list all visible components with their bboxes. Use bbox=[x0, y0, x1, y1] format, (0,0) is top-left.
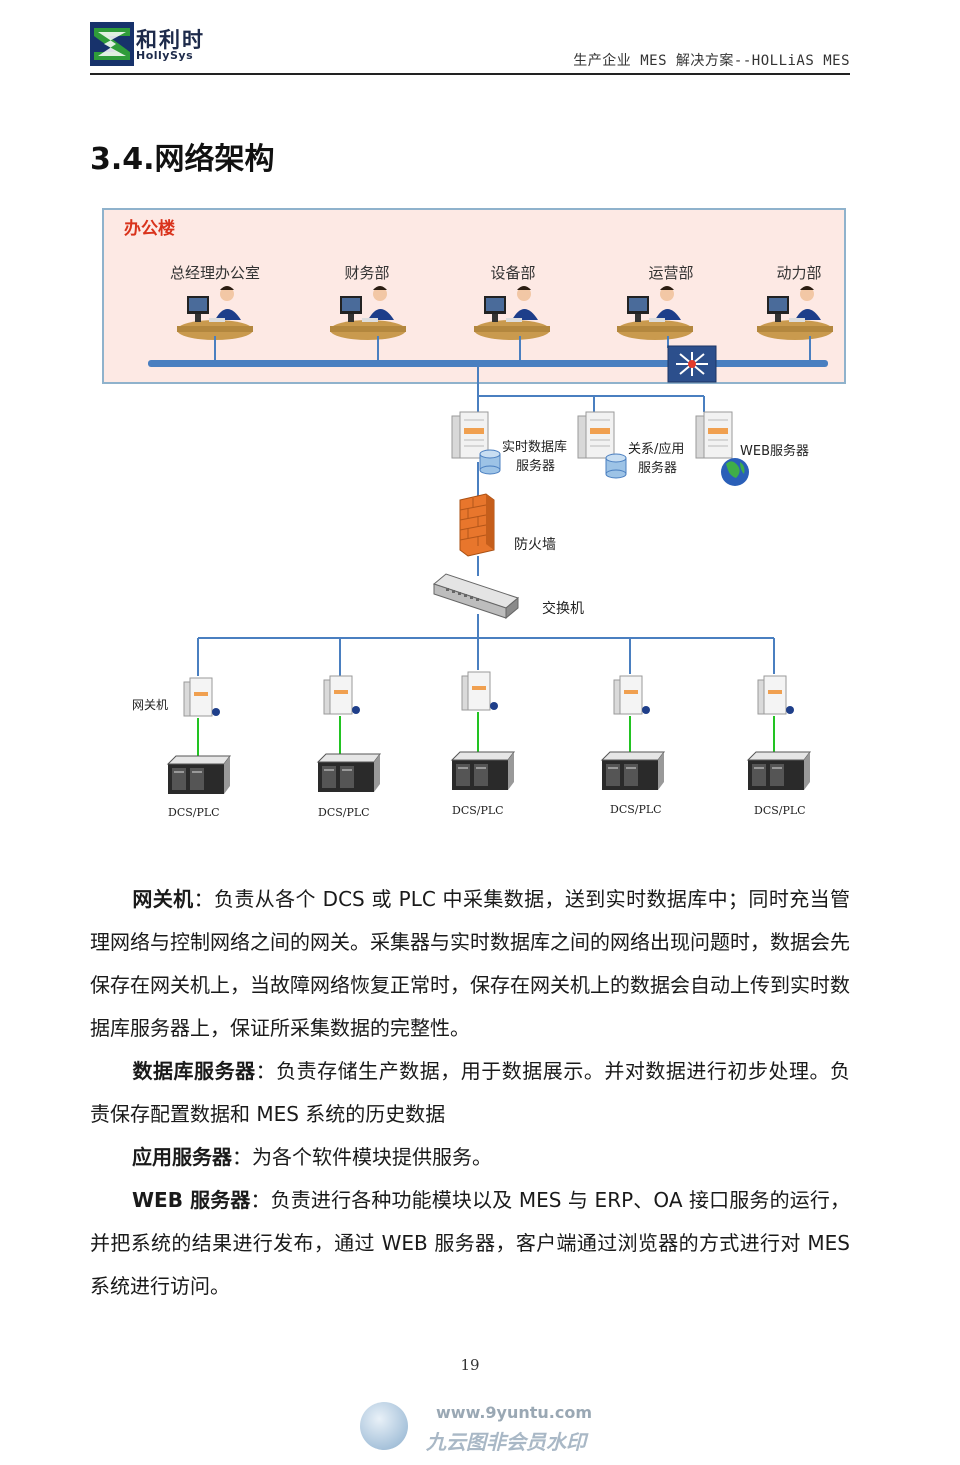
dcs-plc-label: DCS/PLC bbox=[168, 806, 220, 819]
term-gateway: 网关机 bbox=[132, 887, 194, 911]
globe-icon bbox=[721, 458, 749, 486]
app-server-icon bbox=[577, 411, 615, 459]
gateway-computer-icon bbox=[183, 677, 221, 717]
header-divider bbox=[90, 73, 850, 75]
department-label: 动力部 bbox=[776, 264, 822, 282]
dcs-plc-icon bbox=[317, 753, 381, 793]
department-label: 运营部 bbox=[648, 264, 694, 282]
paragraph-text: ：负责从各个 DCS 或 PLC 中采集数据，送到实时数据库中；同时充当管理网络… bbox=[90, 887, 850, 1040]
gateway-computer-icon bbox=[461, 671, 499, 711]
gateway-computer-icon bbox=[757, 675, 795, 715]
server-label: WEB服务器 bbox=[740, 444, 809, 459]
paragraph-gateway: 网关机：负责从各个 DCS 或 PLC 中采集数据，送到实时数据库中；同时充当管… bbox=[90, 878, 850, 1050]
dcs-plc-icon bbox=[601, 751, 665, 791]
gateway-computer-icon bbox=[323, 675, 361, 715]
network-topology-svg bbox=[148, 286, 833, 795]
server-label: 实时数据库 服务器 bbox=[502, 440, 568, 474]
paragraph-text: ：负责进行各种功能模块以及 MES 与 ERP、OA 接口服务的运行，并把系统的… bbox=[90, 1188, 850, 1298]
term-app-server: 应用服务器 bbox=[132, 1145, 232, 1169]
page-number: 19 bbox=[460, 1356, 480, 1374]
cloud-watermark-icon bbox=[360, 1402, 408, 1450]
workstation-icon bbox=[177, 286, 253, 340]
section-title: 3.4.网络架构 bbox=[90, 142, 275, 177]
switch-label: 交换机 bbox=[542, 601, 584, 617]
paragraph-app-server: 应用服务器：为各个软件模块提供服务。 bbox=[90, 1136, 850, 1179]
gateway-computer-icon bbox=[613, 675, 651, 715]
workstation-icon bbox=[474, 286, 550, 340]
paragraph-text: ：为各个软件模块提供服务。 bbox=[232, 1145, 492, 1169]
office-network-bus bbox=[148, 360, 828, 367]
department-label: 设备部 bbox=[490, 264, 536, 282]
dcs-plc-icon bbox=[747, 751, 811, 791]
server-label: 关系/应用 服务器 bbox=[628, 442, 685, 476]
dcs-plc-label: DCS/PLC bbox=[754, 804, 806, 817]
paragraph-text: ：负责存储生产数据，用于数据展示。并对数据进行初步处理。负责保存配置数据和 ME… bbox=[90, 1059, 851, 1126]
term-database-server: 数据库服务器 bbox=[132, 1059, 256, 1083]
dcs-plc-icon bbox=[167, 755, 231, 795]
watermark-url: www.9yuntu.com bbox=[436, 1403, 593, 1422]
logo-chinese-name: 和利时 bbox=[136, 27, 205, 52]
workstation-icon bbox=[330, 286, 406, 340]
hollysys-logo-icon bbox=[90, 22, 134, 66]
network-switch-icon bbox=[432, 573, 520, 620]
hub-switch-icon bbox=[667, 345, 717, 383]
department-label: 财务部 bbox=[344, 264, 390, 282]
gateway-label: 网关机 bbox=[132, 698, 169, 712]
dcs-plc-label: DCS/PLC bbox=[610, 803, 662, 816]
workstation-icon bbox=[617, 286, 693, 340]
department-label: 总经理办公室 bbox=[169, 264, 260, 282]
dcs-plc-label: DCS/PLC bbox=[452, 804, 504, 817]
paragraph-database-server: 数据库服务器：负责存储生产数据，用于数据展示。并对数据进行初步处理。负责保存配置… bbox=[90, 1050, 850, 1136]
header-title: 生产企业 MES 解决方案--HOLLiAS MES bbox=[573, 53, 850, 69]
logo-english-name: HollySys bbox=[136, 49, 194, 62]
dcs-plc-label: DCS/PLC bbox=[318, 806, 370, 819]
office-building-label: 办公楼 bbox=[124, 219, 175, 239]
firewall-icon bbox=[459, 493, 495, 557]
network-diagram: 办公楼 总经理办公室 财务部 设备部 运营部 动力部 bbox=[90, 200, 870, 840]
workstation-icon bbox=[757, 286, 833, 340]
term-web-server: WEB 服务器 bbox=[132, 1188, 251, 1212]
firewall-label: 防火墙 bbox=[514, 537, 556, 553]
company-logo bbox=[90, 22, 220, 66]
dcs-plc-icon bbox=[451, 751, 515, 791]
database-icon bbox=[479, 449, 501, 475]
paragraph-web-server: WEB 服务器：负责进行各种功能模块以及 MES 与 ERP、OA 接口服务的运… bbox=[90, 1179, 850, 1308]
database-icon bbox=[605, 453, 627, 479]
watermark-text: 九云图非会员水印 bbox=[426, 1430, 586, 1454]
